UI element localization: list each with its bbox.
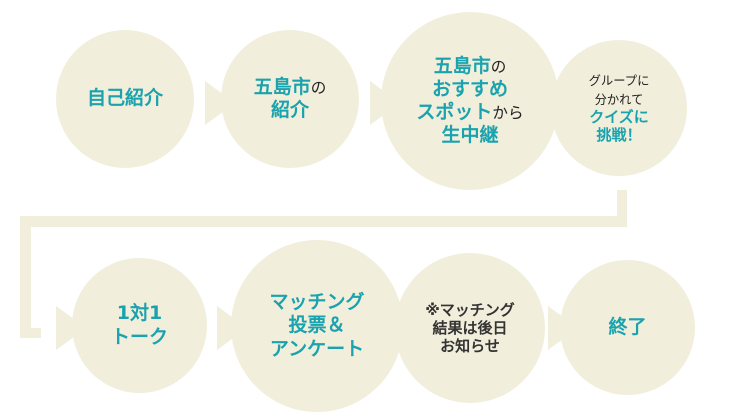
step-text: マッチング [269,291,365,314]
step-text-line: マッチング [269,291,364,314]
step-live-stream: 五島市のおすすめスポットから生中継 [381,12,559,190]
connector-vertical [20,216,31,338]
connector-drop [617,190,627,227]
step-text: の [310,78,327,97]
step-goto-intro: 五島市の紹介 [221,30,359,168]
step-text: 紹介 [270,99,309,121]
step-text-line: おすすめ [432,78,508,101]
step-text: から [492,104,524,122]
step-text-line: 1対1 [117,302,162,325]
step-self-intro: 自己紹介 [56,30,194,168]
step-text: トーク [110,325,168,348]
step-text-line: 終了 [608,316,646,339]
step-text: 分かれて [594,92,644,107]
step-text: 五島市 [253,75,311,98]
step-text: 1対1 [116,302,163,325]
step-text-line: ※マッチング [425,301,515,319]
step-quiz: グループに分かれてクイズに挑戦！ [551,40,687,176]
step-text-line: お知らせ [440,337,500,355]
step-end: 終了 [560,260,695,395]
step-text: グループに [588,74,650,89]
step-text: 生中継 [441,124,499,147]
step-text-line: グループに [589,71,650,89]
step-text: の [490,57,507,76]
step-text-line: 挑戦！ [596,126,641,144]
step-text: クイズに [589,108,649,126]
step-text-line: 分かれて [595,90,644,108]
step-text-line: 自己紹介 [87,87,163,110]
step-text-line: 生中継 [441,124,498,147]
step-text: ※マッチング [425,300,515,319]
step-text-line: 投票＆ [288,314,345,337]
step-text-line: スポットから [416,101,523,124]
step-text-line: 五島市の [254,76,327,99]
step-text-line: 結果は後日 [432,319,507,337]
step-text: 結果は後日 [432,318,508,337]
step-matching-notice: ※マッチング結果は後日お知らせ [395,253,545,403]
connector-horizontal [20,216,627,227]
step-text: アンケート [269,337,365,360]
step-matching-vote: マッチング投票＆アンケート [231,240,403,412]
step-text: 五島市 [433,54,491,77]
step-text-line: トーク [111,326,168,349]
step-text-line: クイズに [589,108,649,126]
step-text: スポット [416,101,493,123]
connector-foot [20,328,41,338]
step-text: 投票＆ [288,314,346,337]
step-text-line: アンケート [270,338,364,361]
step-text: 挑戦！ [596,126,642,145]
step-text-line: 紹介 [271,99,309,122]
step-text: 終了 [608,315,647,338]
step-text-line: 五島市の [434,55,507,78]
step-text: お知らせ [440,337,500,356]
step-text: おすすめ [431,77,508,100]
step-text: 自己紹介 [86,87,163,110]
